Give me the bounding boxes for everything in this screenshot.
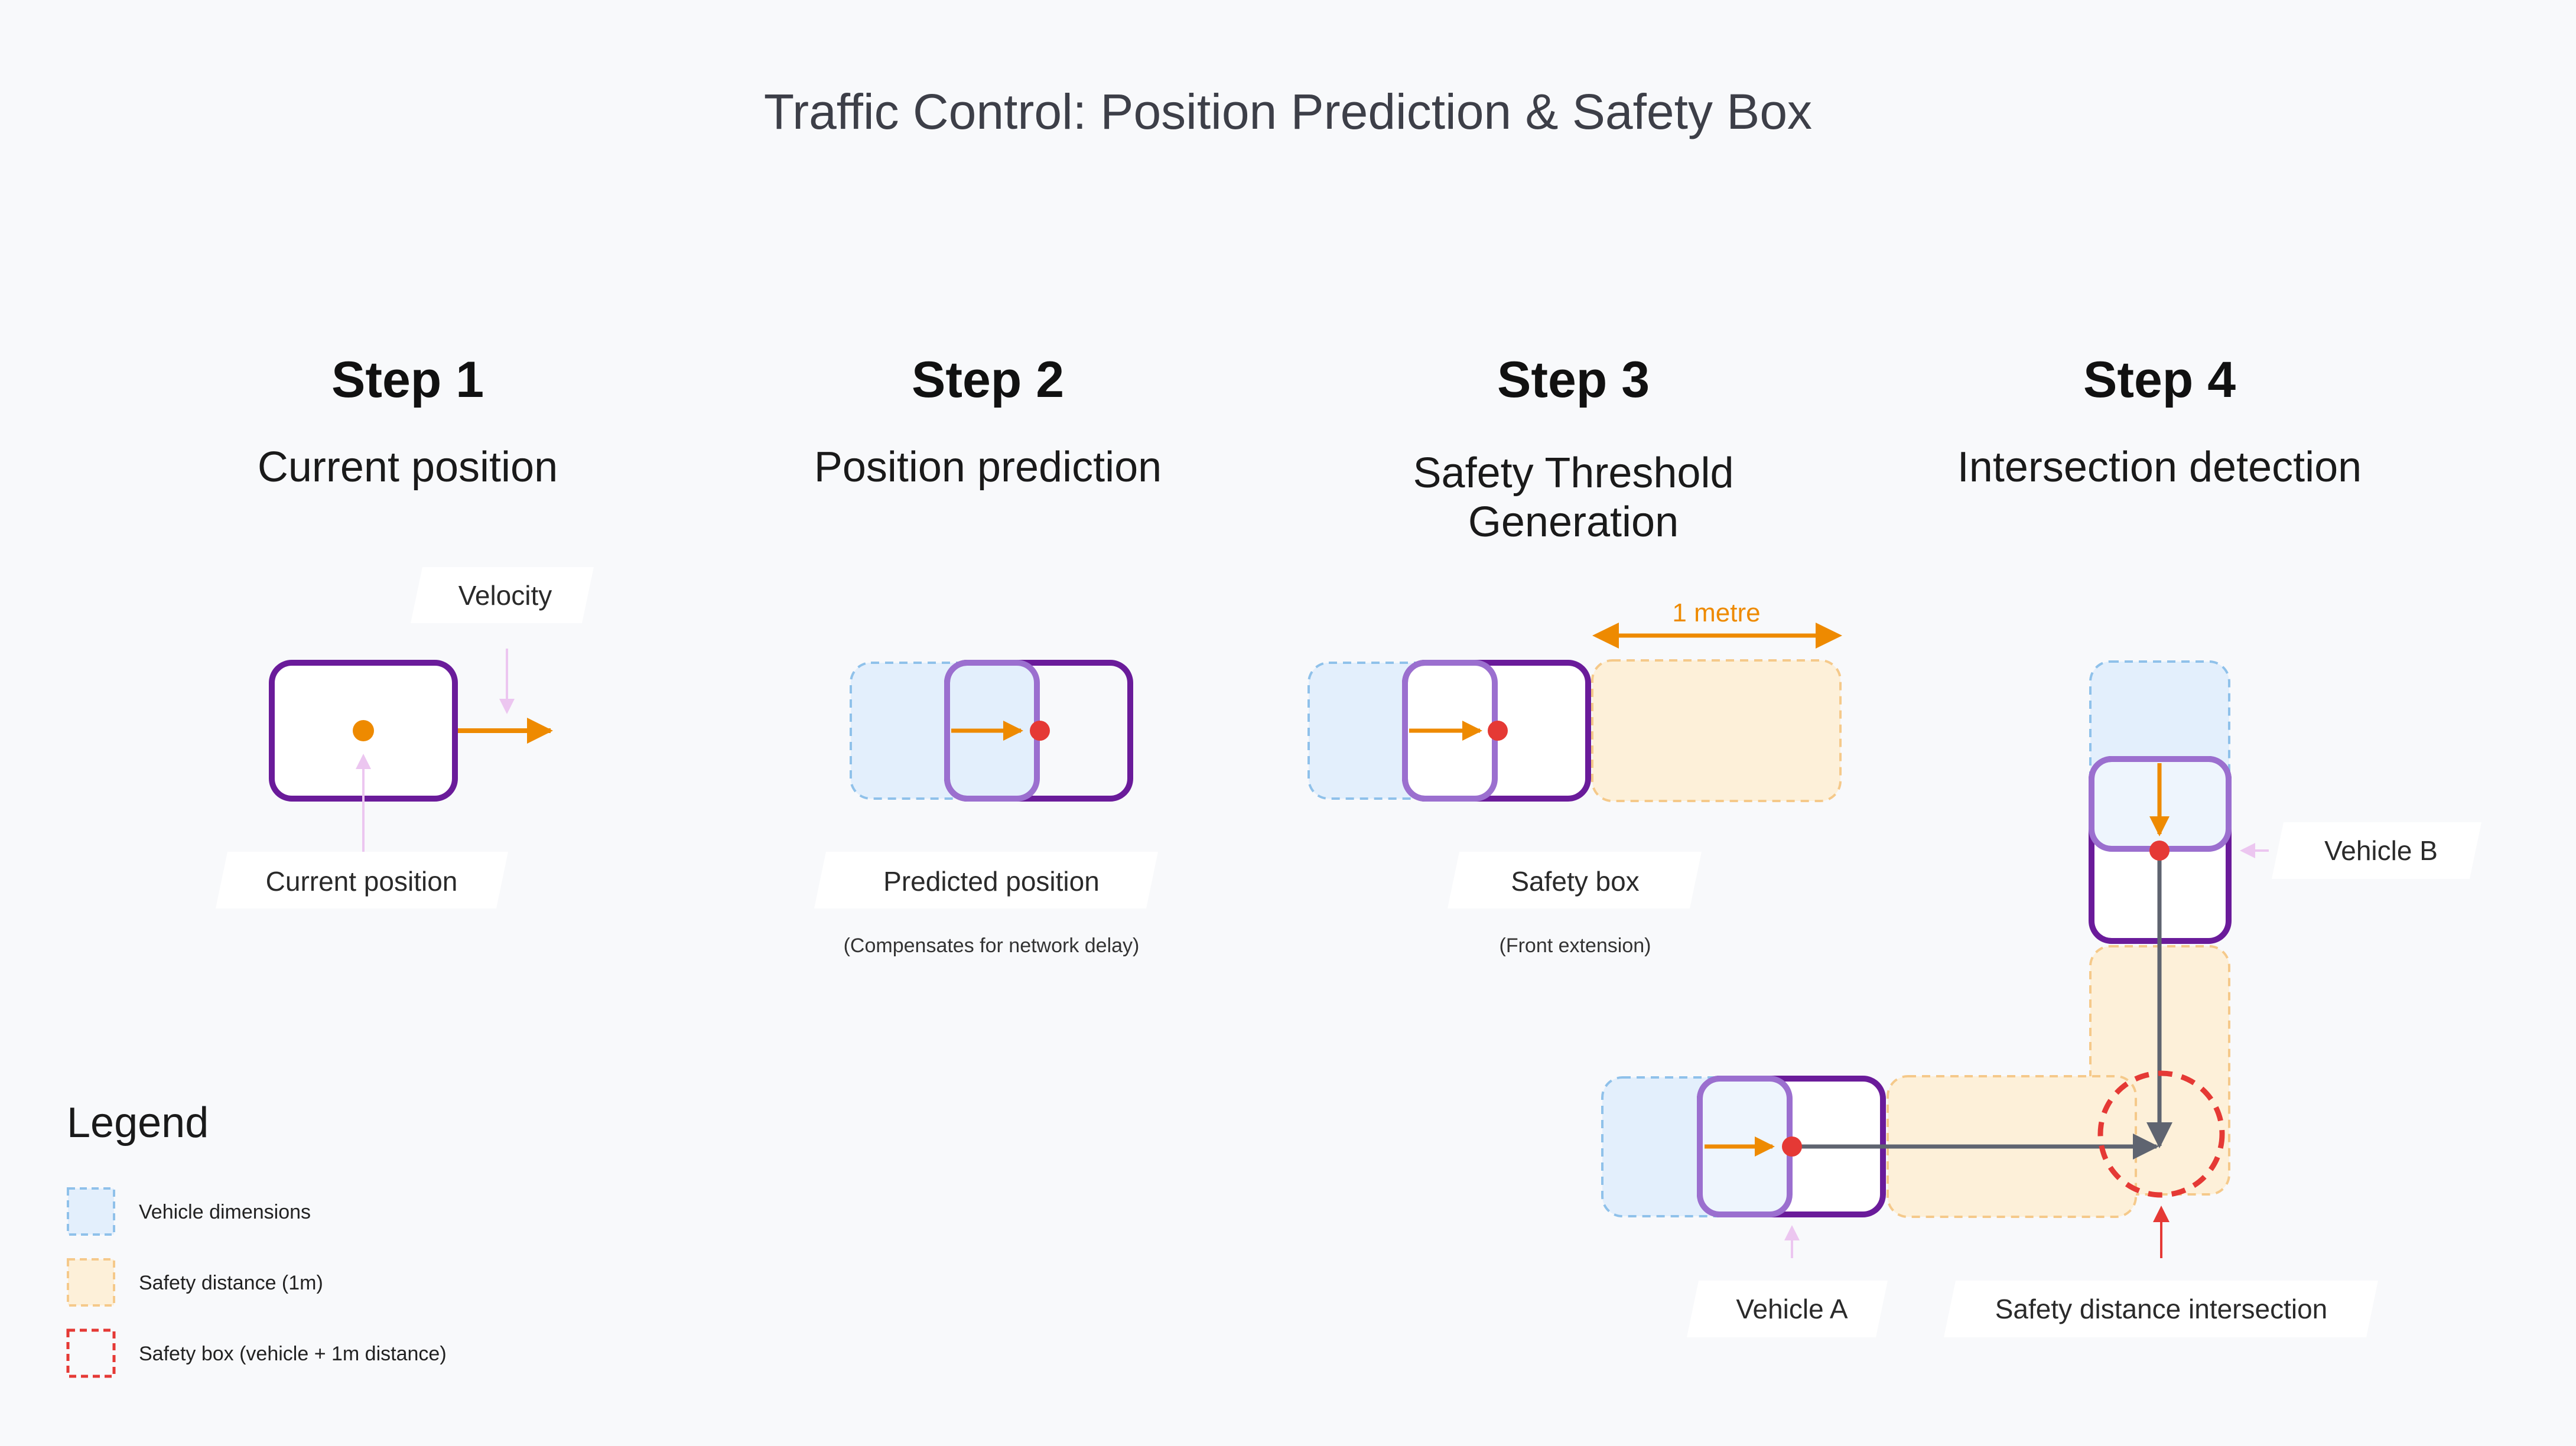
step-1-subtitle: Current position <box>258 444 558 491</box>
vehicle-b-label-bg <box>2272 822 2481 879</box>
legend-swatch-vehicle <box>67 1187 115 1236</box>
safety-box-label-bg <box>1448 852 1702 908</box>
one-metre-arrowhead-left <box>1592 623 1619 649</box>
legend-swatch-box <box>66 1328 116 1378</box>
intersection-circle <box>2097 1070 2225 1198</box>
velocity-label-bg <box>411 567 594 623</box>
predicted-position-dot <box>1030 721 1050 741</box>
step-4-diagram: Vehicle B Vehicle A Safety distance inte… <box>1601 660 2481 1337</box>
step-2-subtitle: Position prediction <box>814 444 1162 491</box>
intersection-label: Safety distance intersection <box>1995 1294 2328 1324</box>
step-3-title: Step 3 <box>1497 351 1650 408</box>
step-1-title: Step 1 <box>331 351 484 408</box>
safety-distance-zone <box>1591 659 1842 802</box>
legend-item-box: Safety box (vehicle + 1m distance) <box>139 1343 447 1365</box>
step-1-diagram: Velocity Current position <box>216 567 594 908</box>
vehicle-a-label-bg <box>1687 1281 1888 1337</box>
current-position-label-bg <box>216 852 508 908</box>
predicted-position-label: Predicted position <box>883 866 1100 897</box>
intersection-label-bg <box>1944 1281 2378 1337</box>
step-3-diagram: 1 metre Safety box (Front extension) <box>1307 598 1842 957</box>
predicted-position-note: (Compensates for network delay) <box>844 934 1140 957</box>
predicted-position-dot-3 <box>1488 721 1508 741</box>
one-metre-arrowhead-right <box>1816 623 1842 649</box>
legend-title: Legend <box>67 1099 209 1147</box>
step-2-title: Step 2 <box>912 351 1064 408</box>
step-2-diagram: Predicted position (Compensates for netw… <box>814 660 1158 957</box>
safety-box-note: (Front extension) <box>1500 934 1651 957</box>
legend-swatch-safety <box>67 1258 115 1307</box>
step-3-subtitle-line-2: Generation <box>1468 499 1679 546</box>
vehicle-a-label: Vehicle A <box>1736 1294 1848 1324</box>
legend: Legend Vehicle dimensions Safety distanc… <box>66 1099 447 1378</box>
one-metre-label: 1 metre <box>1672 598 1760 627</box>
vehicle-dimensions-ghost <box>850 662 1038 800</box>
vehicle-b-label: Vehicle B <box>2324 835 2438 866</box>
step-4-subtitle: Intersection detection <box>1957 444 2362 491</box>
step-2-header: Step 2 Position prediction <box>814 351 1162 491</box>
vehicle-a-predicted-dot <box>1782 1136 1802 1157</box>
current-position-dot <box>353 720 374 741</box>
step-1-header: Step 1 Current position <box>258 351 558 491</box>
safety-box-label: Safety box <box>1511 866 1639 897</box>
predicted-position-label-bg <box>814 852 1158 908</box>
step-4-title: Step 4 <box>2083 351 2236 408</box>
step-4-header: Step 4 Intersection detection <box>1957 351 2362 491</box>
diagram-title: Traffic Control: Position Prediction & S… <box>764 84 1812 139</box>
legend-item-vehicle: Vehicle dimensions <box>139 1201 311 1223</box>
velocity-label: Velocity <box>458 580 552 611</box>
step-3-header: Step 3 Safety Threshold Generation <box>1413 351 1734 546</box>
current-position-label: Current position <box>266 866 458 897</box>
vehicle-b-predicted-dot <box>2149 841 2170 861</box>
step-3-subtitle-line-1: Safety Threshold <box>1413 450 1734 497</box>
legend-item-safety: Safety distance (1m) <box>139 1272 323 1294</box>
